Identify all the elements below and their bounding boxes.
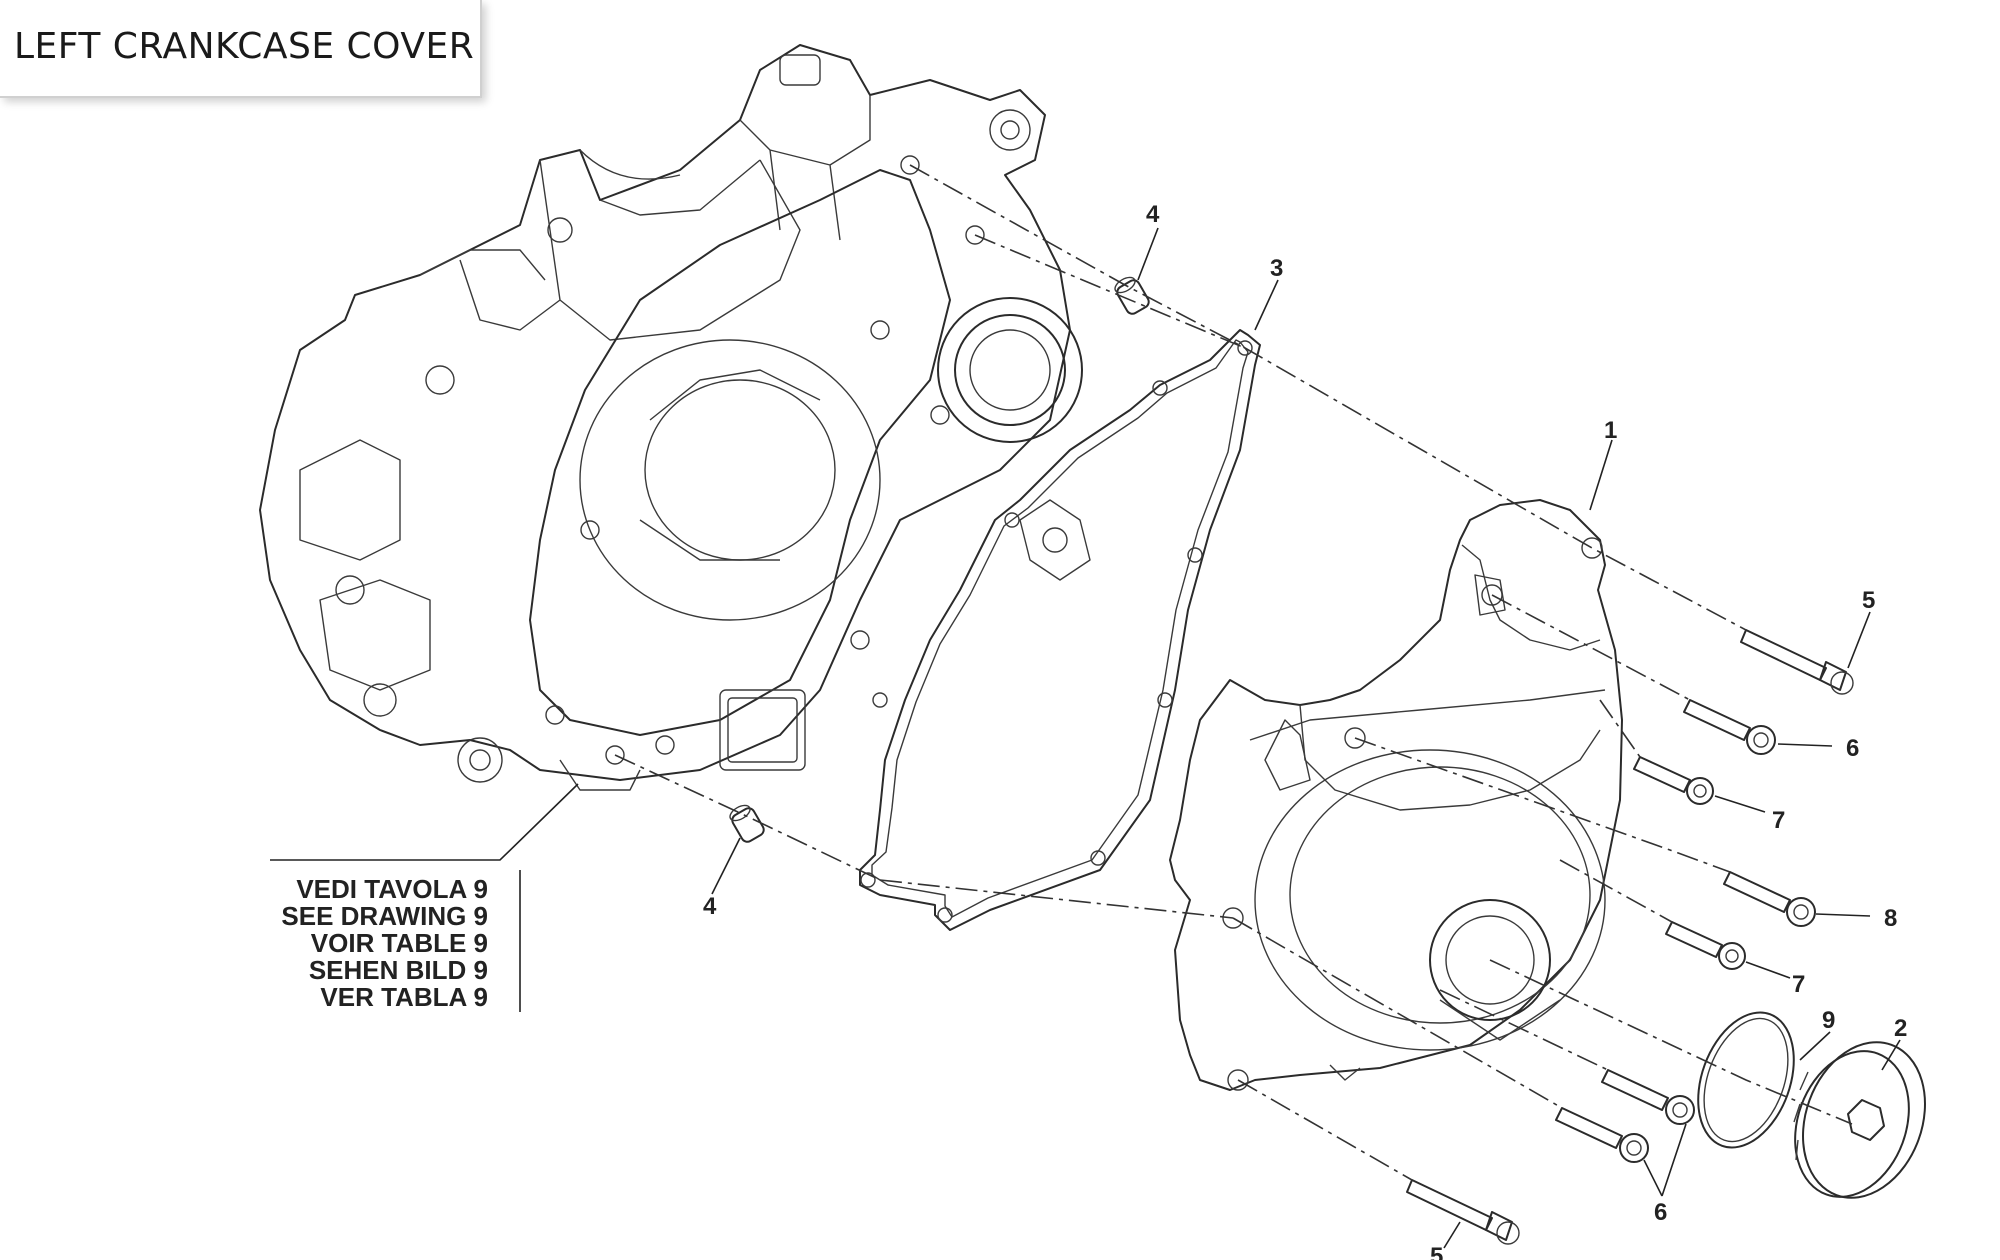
page-title: LEFT CRANKCASE COVER: [14, 26, 475, 67]
bolt-6-lower-a: [1601, 1069, 1695, 1125]
callout-5-lower: 5: [1430, 1243, 1443, 1260]
title-box: LEFT CRANKCASE COVER: [0, 0, 482, 98]
reference-note-line-1: VEDI TAVOLA 9: [296, 874, 488, 904]
gasket-part-3: [859, 329, 1261, 931]
callout-6-lower: 6: [1654, 1199, 1667, 1226]
callout-5-upper: 5: [1862, 587, 1875, 614]
plug-cap-part-2: [1793, 1041, 1926, 1199]
callout-4-lower: 4: [703, 893, 717, 920]
dowel-pin-lower: [729, 804, 765, 843]
bolt-5-lower: [1406, 1179, 1520, 1245]
reference-note-line-2: SEE DRAWING 9: [281, 901, 488, 931]
reference-note-line-5: VER TABLA 9: [320, 982, 488, 1012]
callout-8: 8: [1884, 905, 1897, 932]
callout-1: 1: [1604, 417, 1617, 444]
leader-lines: [270, 227, 1901, 1249]
bolt-7-upper: [1633, 756, 1714, 805]
callout-4-upper: 4: [1146, 201, 1160, 228]
bolt-8: [1723, 871, 1816, 927]
bolt-7-lower: [1665, 921, 1746, 970]
o-ring-part-9: [1697, 1011, 1795, 1149]
callout-6-upper: 6: [1846, 735, 1859, 762]
callout-2: 2: [1894, 1015, 1907, 1042]
bolt-5-upper: [1740, 629, 1854, 695]
bolt-6-upper: [1683, 699, 1776, 755]
callout-7-lower: 7: [1792, 971, 1805, 998]
assembly-axis-lines: [614, 164, 1853, 1181]
dowel-pin-upper: [1114, 276, 1150, 315]
reference-note-line-4: SEHEN BILD 9: [309, 955, 488, 985]
callout-9: 9: [1822, 1007, 1835, 1034]
crankcase-drawing: [259, 44, 1091, 791]
reference-note-line-3: VOIR TABLE 9: [311, 928, 488, 958]
left-crankcase-cover-part-1: [1169, 499, 1623, 1091]
callout-7-upper: 7: [1772, 807, 1785, 834]
reference-note: VEDI TAVOLA 9 SEE DRAWING 9 VOIR TABLE 9…: [281, 874, 488, 1012]
callout-3: 3: [1270, 255, 1283, 282]
bolt-6-lower-b: [1555, 1107, 1649, 1163]
